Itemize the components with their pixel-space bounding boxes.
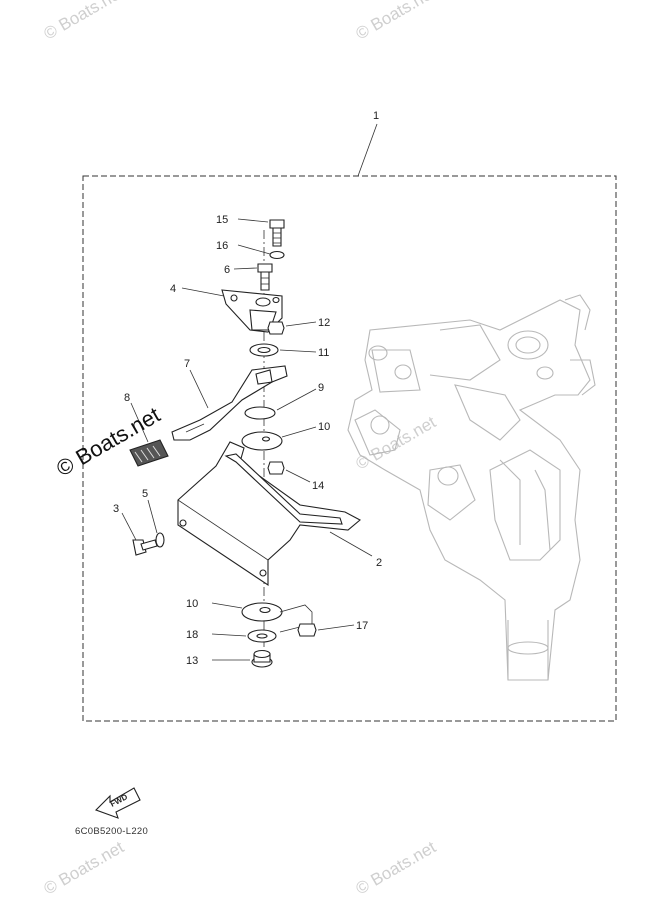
callout-3: 3 (113, 503, 119, 515)
callout-13: 13 (186, 655, 198, 667)
assembly-leader (357, 123, 378, 177)
callout-15: 15 (216, 214, 228, 226)
watermark-top-left: © Boats.net (41, 0, 128, 43)
watermark-middle: © Boats.net (353, 412, 440, 473)
callout-6: 6 (224, 264, 230, 276)
leader-10-upper (281, 426, 317, 438)
leader-7 (189, 369, 209, 409)
watermark-bottom-left: © Boats.net (41, 837, 128, 898)
callout-9: 9 (318, 382, 324, 394)
callout-12: 12 (318, 317, 330, 329)
leader-4 (181, 287, 225, 297)
part-4-bracket (221, 289, 283, 333)
part-15-bolt (269, 219, 285, 247)
callout-11: 11 (318, 347, 329, 359)
part-14-nut (267, 461, 285, 475)
callout-18: 18 (186, 629, 198, 641)
callout-17: 17 (356, 620, 368, 632)
part-17-nut (297, 623, 317, 637)
leader-9 (276, 388, 317, 411)
watermark-top-right: © Boats.net (353, 0, 440, 43)
leader-15 (237, 218, 269, 223)
leader-3 (121, 512, 137, 541)
leader-17 (317, 624, 355, 631)
leader-12 (285, 321, 317, 327)
outboard-bracket-ghost (347, 294, 596, 681)
callout-5: 5 (142, 488, 148, 500)
part-3-screw (132, 539, 158, 556)
leader-8 (130, 402, 149, 443)
assembly-boundary (82, 175, 617, 722)
part-18-washer-hole (256, 633, 268, 639)
callout-16: 16 (216, 240, 228, 252)
part-11-washer-hole (257, 346, 271, 354)
part-12-nut (267, 321, 285, 335)
watermark-bottom-right: © Boats.net (353, 837, 440, 898)
leader-2 (329, 531, 373, 557)
leader-14 (285, 469, 311, 483)
fwd-arrow: FWD (95, 787, 141, 819)
part-13-bushing (251, 649, 273, 668)
part-5-spring-washer (155, 532, 165, 548)
drawing-code: 6C0B5200-L220 (75, 826, 148, 837)
callout-10-lower: 10 (186, 598, 198, 610)
callout-1: 1 (373, 110, 379, 122)
part-10-upper-washer (241, 431, 283, 451)
callout-10-upper: 10 (318, 421, 330, 433)
leader-10-lower (211, 602, 243, 609)
leader-11 (279, 349, 317, 353)
part-6-collar (257, 263, 273, 291)
part-9-washer (244, 406, 276, 420)
leader-16 (237, 244, 271, 255)
leader-18 (211, 633, 247, 637)
callout-14: 14 (312, 480, 324, 492)
part-8-grommet (129, 439, 169, 467)
part-7-link-plate (171, 365, 288, 441)
callout-4: 4 (170, 283, 176, 295)
callout-8: 8 (124, 392, 130, 404)
callout-2: 2 (376, 557, 382, 569)
part-10-lower-washer-hole (259, 606, 271, 614)
part-2-bracket-plate (177, 441, 361, 587)
leader-5 (147, 499, 158, 534)
callout-7: 7 (184, 358, 190, 370)
part-16-washer (269, 250, 285, 260)
part-10-upper-washer-hole (261, 436, 271, 442)
leader-6 (233, 267, 258, 270)
